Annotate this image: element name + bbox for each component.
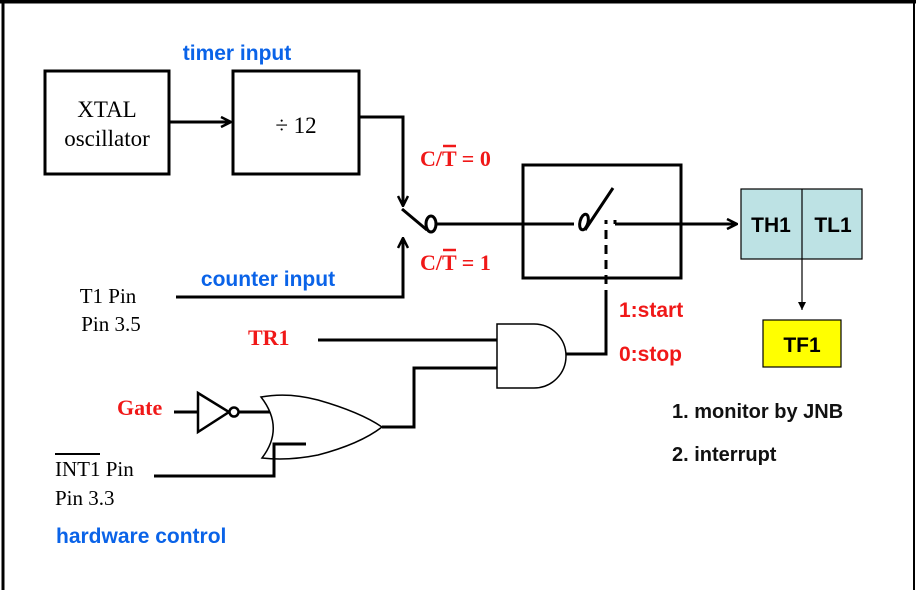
note-monitor: 1. monitor by JNB <box>672 401 843 423</box>
ct-one-label: C/T = 1 <box>420 250 491 275</box>
int1-pin-number-label: Pin 3.3 <box>55 486 115 510</box>
tf1-label: TF1 <box>783 334 821 357</box>
int1-pin-label: INT1 Pin <box>55 457 134 481</box>
tr1-label: TR1 <box>248 325 290 350</box>
start-label: 1:start <box>619 299 683 322</box>
divider-label: ÷ 12 <box>275 113 316 138</box>
stop-label: 0:stop <box>619 343 682 366</box>
timer-input-wire <box>359 115 403 206</box>
and-gate-icon <box>496 323 567 389</box>
oscillator-label-line1: XTAL <box>77 97 136 122</box>
ct-zero-label: C/T = 0 <box>420 146 491 171</box>
tl1-label: TL1 <box>814 214 852 237</box>
hardware-control-label: hardware control <box>56 525 226 548</box>
tf1-flag: TF1 <box>762 319 842 368</box>
th1-label: TH1 <box>751 214 791 237</box>
gate-label: Gate <box>117 395 162 420</box>
switch-icon[interactable] <box>578 187 617 300</box>
note-interrupt: 2. interrupt <box>672 444 777 466</box>
counter-input-wire <box>176 238 403 299</box>
t1-pin-number-label: Pin 3.5 <box>81 312 141 336</box>
xtal-oscillator-block: XTAL oscillator <box>43 69 171 176</box>
not-gate-icon <box>196 390 240 435</box>
ct-selector-switch[interactable] <box>401 207 438 234</box>
timer-input-label: timer input <box>183 42 292 65</box>
counter-input-label: counter input <box>201 268 335 291</box>
or-output-wire <box>382 366 497 429</box>
or-gate-icon <box>259 394 384 460</box>
run-control-box <box>521 163 683 300</box>
t1-pin-label: T1 Pin <box>80 284 137 308</box>
and-output-wire <box>566 298 608 356</box>
int1-wire <box>154 442 306 478</box>
timer-register: TH1 TL1 <box>740 188 863 260</box>
divide-by-12-block: ÷ 12 <box>231 69 361 176</box>
oscillator-label-line2: oscillator <box>64 126 150 151</box>
